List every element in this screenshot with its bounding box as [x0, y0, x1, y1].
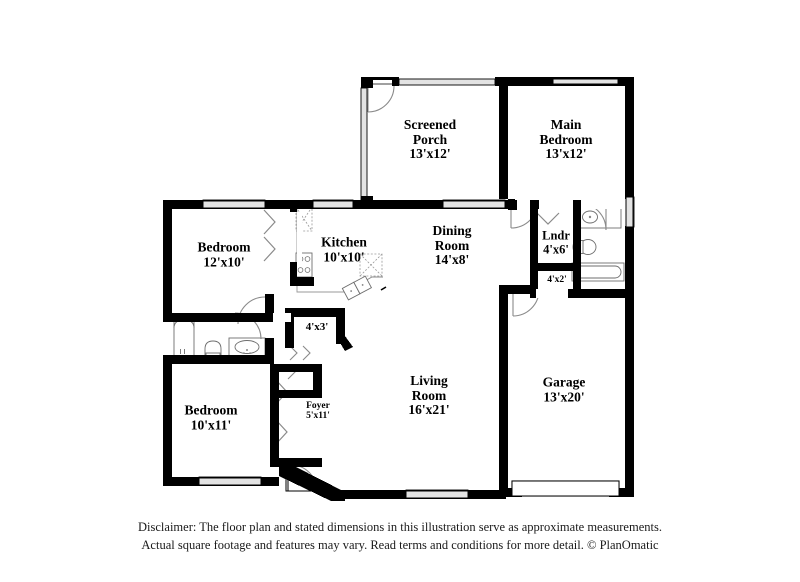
disclaimer-text: Disclaimer: The floor plan and stated di… — [0, 518, 800, 554]
disclaimer-line-2: Actual square footage and features may v… — [141, 538, 659, 553]
doorway-openings — [273, 200, 625, 322]
main-bath-fixtures — [571, 205, 625, 282]
porch-screen-lines — [373, 78, 399, 85]
walls-group — [163, 77, 634, 501]
disclaimer-line-1: Disclaimer: The floor plan and stated di… — [138, 520, 662, 534]
